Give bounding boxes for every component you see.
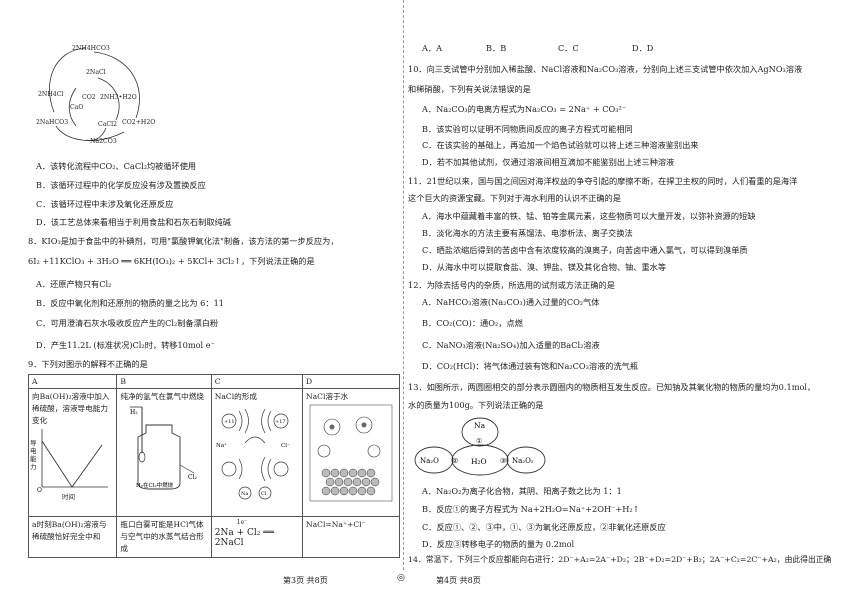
q13-option-d[interactable]: D．反应③转移电子的物质的量为 0.2mol	[422, 539, 575, 549]
combustion-apparatus: H₂ Cl₂ H₂在Cl₂中燃烧	[130, 406, 198, 490]
q9-cell-a: 向Ba(OH)₂溶液中加入稀硫酸，溶液导电能力变化 O 导电能力 时间	[27, 388, 118, 517]
q12-option-b[interactable]: B．CO₂(CO)：通O₂，点燃	[422, 318, 523, 328]
shell-na: +11	[224, 419, 235, 425]
q10-option-c[interactable]: C．在该实验的基础上，再追加一个焰色试验就可以将上述三种溶液鉴别出来	[422, 140, 699, 150]
q10-option-a[interactable]: A．Na₂CO₃的电离方程式为Na₂CO₃ = 2Na⁺ + CO₃²⁻	[422, 104, 627, 114]
q11-option-c[interactable]: C．晒盐浓缩后得到的苦卤中含有浓度较高的溴离子，向苦卤中通入氯气，可以得到溴单质	[422, 245, 748, 255]
nacl-formation-diagram: +11 +17 Na⁺ Cl⁻ Na Cl	[216, 408, 290, 500]
ion-cl-minus: Cl⁻	[281, 443, 290, 449]
footer-page-4: 第4页 共8页	[436, 576, 481, 585]
venn-h2o: H₂O	[471, 457, 487, 466]
venn-na2o2: Na₂O₂	[512, 457, 534, 465]
q13-stem-line2: 水的质量为100g。下列说法正确的是	[408, 400, 544, 410]
conductivity-graph: O	[37, 429, 108, 494]
label-h2: H₂	[130, 409, 138, 416]
label-co2: CO2	[82, 94, 96, 101]
label-nh4hco3: 2NH4HCO3	[72, 45, 110, 52]
q12-option-d[interactable]: D．CO₂(HCl)：将气体通过装有饱和Na₂CO₃溶液的洗气瓶	[422, 361, 639, 371]
label-nh3h2o: 2NH3•H2O	[100, 94, 137, 101]
ion-cl: Cl	[261, 491, 267, 497]
q9-desc-d: NaCl溶于水	[306, 392, 349, 401]
label-co2h2o: CO2+H2O	[122, 119, 155, 126]
q8-option-c[interactable]: C．可用澄清石灰水吸收反应产生的Cl₂制备漂白粉	[36, 318, 219, 328]
q10-stem-line2: 和稀硝酸，下列有关说法错误的是	[408, 84, 531, 94]
label-cl2: Cl₂	[188, 474, 198, 481]
q9-explain-a: a时刻Ba(OH)₂溶液与稀硫酸恰好完全中和	[27, 516, 118, 558]
q9-cell-d: NaCl溶于水	[302, 388, 400, 517]
label-cao: CaO	[70, 104, 84, 111]
graph-origin: O	[37, 487, 42, 493]
label-nahco3: 2NaHCO3	[36, 119, 68, 126]
q8-option-d[interactable]: D．产生11.2L (标准状况)Cl₂时，转移10mol e⁻	[36, 340, 215, 350]
q9-option-b[interactable]: B．B	[486, 43, 507, 53]
q11-option-b[interactable]: B．淡化海水的方法主要有蒸馏法、电渗析法、离子交换法	[422, 228, 633, 238]
q9-header-c: C	[210, 374, 304, 389]
q13-venn-diagram: Na ① Na₂O ② H₂O ③ Na₂O₂	[414, 417, 546, 476]
q9-option-a[interactable]: A．A	[422, 43, 443, 53]
graph-xlabel: 时间	[62, 493, 75, 501]
label-nacl: 2NaCl	[86, 69, 106, 76]
q8-option-b[interactable]: B．反应中氧化剂和还原剂的物质的量之比为 6：11	[36, 298, 224, 308]
label-na2co3: Na2CO3	[90, 138, 117, 145]
q9-explain-b: 瓶口白雾可能是HCl气体与空气中的水蒸气结合形成	[116, 516, 212, 558]
cycle-diagram: 2NH4HCO3 2NaCl 2NH4Cl CO2 2NH3•H2O CaO C…	[36, 45, 155, 145]
shell-cl: +17	[275, 419, 286, 425]
q11-option-d[interactable]: D．从海水中可以提取食盐、溴、钾盐、镁及其化合物、铀、重水等	[422, 262, 667, 272]
q9-option-c[interactable]: C．C	[558, 43, 579, 53]
q9-header-a: A	[27, 374, 118, 389]
footer-page-3: 第3页 共8页	[283, 576, 328, 585]
q9-desc-b: 纯净的氢气在氯气中燃烧	[120, 392, 204, 401]
venn-region-2: ②	[452, 457, 458, 465]
q9-table: A B C D 向Ba(OH)₂溶液中加入稀硫酸，溶液导电能力变化 O 导电能力…	[27, 374, 400, 558]
q9-header-b: B	[116, 374, 212, 389]
venn-region-1: ①	[476, 437, 482, 445]
q9-explain-c-cell: 1e⁻ 2Na + Cl₂ ══ 2NaCl	[210, 516, 304, 558]
column-divider	[403, 0, 404, 570]
q13-stem-line1: 13．如图所示，两圆圈相交的部分表示圆圈内的物质相互发生反应。已知钠及其氧化物的…	[408, 382, 816, 392]
q11-option-a[interactable]: A．海水中蕴藏着丰富的铁、锰、铂等金属元素，这些物质可以大量开发，以弥补资源的短…	[422, 211, 756, 221]
q9-explain-c: 2Na + Cl₂ ══ 2NaCl	[214, 528, 275, 548]
q9-header-d: D	[302, 374, 400, 389]
venn-na: Na	[474, 421, 486, 430]
label-burning: H₂在Cl₂中燃烧	[136, 481, 174, 489]
q9-desc-a: 向Ba(OH)₂溶液中加入稀硫酸，溶液导电能力变化	[32, 392, 110, 425]
q7-option-a[interactable]: A．该转化流程中CO₂、CaCl₂均被循环使用	[36, 161, 197, 171]
q12-option-c[interactable]: C．NaNO₃溶液(Na₂SO₄)加入适量的BaCl₂溶液	[422, 340, 600, 350]
label-cacl2: CaCl2	[98, 121, 117, 128]
q13-option-c[interactable]: C．反应①、②、③中，①、③为氧化还原反应，②非氧化还原反应	[422, 522, 666, 532]
graph-ylabel: 导电能力	[30, 439, 37, 471]
q8-option-a[interactable]: A．还原产物只有Cl₂	[36, 279, 112, 289]
q7-option-b[interactable]: B．该循环过程中的化学反应没有涉及置换反应	[36, 180, 206, 190]
q9-option-d[interactable]: D．D	[632, 43, 654, 53]
q14-stem: 14．常温下，下列三个反应都能向右进行：2D⁻+A₂=2A⁻+D₂；2B⁻+D₂…	[408, 555, 832, 564]
q7-option-c[interactable]: C．该循环过程中未涉及氧化还原反应	[36, 199, 174, 209]
label-nh4cl: 2NH4Cl	[38, 91, 63, 98]
q13-option-b[interactable]: B．反应①的离子方程式为 Na+2H₂O=Na⁺+2OH⁻+H₂↑	[422, 504, 640, 514]
q13-option-a[interactable]: A．Na₂O₂为离子化合物，其阴、阳离子数之比为 1：1	[422, 486, 622, 496]
q12-option-a[interactable]: A．NaHCO₃溶液(Na₂CO₃)通入过量的CO₂气体	[422, 297, 600, 307]
q8-stem: 8．KIO₃是加于食盐中的补碘剂，可用"氯酸钾氧化法"制备，该方法的第一步反应为…	[28, 236, 339, 246]
binding-mark: ◎	[397, 573, 405, 583]
q9-desc-c: NaCl的形成	[214, 392, 257, 401]
ion-na-plus: Na⁺	[216, 443, 227, 449]
q9-cell-c: NaCl的形成 +11 +17 Na⁺ Cl⁻ Na	[210, 388, 304, 517]
q7-option-d[interactable]: D．该工艺总体来看相当于利用食盐和石灰石制取纯碱	[36, 217, 231, 227]
ion-na: Na	[241, 491, 248, 497]
q11-stem-line2: 这个巨大的资源宝藏。下列对于海水利用的认识不正确的是	[408, 193, 621, 203]
q9-cell-b: 纯净的氢气在氯气中燃烧 H₂ Cl₂ H₂在Cl₂中燃烧	[116, 388, 212, 517]
q11-stem-line1: 11．21世纪以来，国与国之间因对海洋权益的争夺引起的摩擦不断，在捍卫主权的同时…	[408, 176, 798, 186]
electron-transfer-label: 1e⁻	[236, 519, 248, 526]
q10-option-b[interactable]: B．该实验可以证明不同物质间反应的离子方程式可能相同	[422, 124, 633, 134]
q9-stem: 9．下列对图示的解释不正确的是	[28, 359, 148, 369]
q9-explain-d: NaCl=Na⁺+Cl⁻	[302, 516, 400, 558]
venn-region-3: ③	[500, 457, 506, 465]
q8-equation: 6I₂ +11KClO₃ + 3H₂O ══ 6KH(IO₃)₂ + 5KCl+…	[28, 256, 315, 266]
q10-stem-line1: 10．向三支试管中分别加入稀盐酸、NaCl溶液和Na₂CO₃溶液，分别向上述三支…	[408, 64, 803, 74]
q12-stem: 12．为除去括号内的杂质，所选用的试剂或方法正确的是	[408, 280, 615, 290]
q10-option-d[interactable]: D．若不加其他试剂，仅通过溶液间相互滴加不能鉴别出上述三种溶液	[422, 157, 675, 167]
nacl-dissolve-diagram	[309, 404, 393, 502]
venn-na2o: Na₂O	[420, 457, 439, 465]
